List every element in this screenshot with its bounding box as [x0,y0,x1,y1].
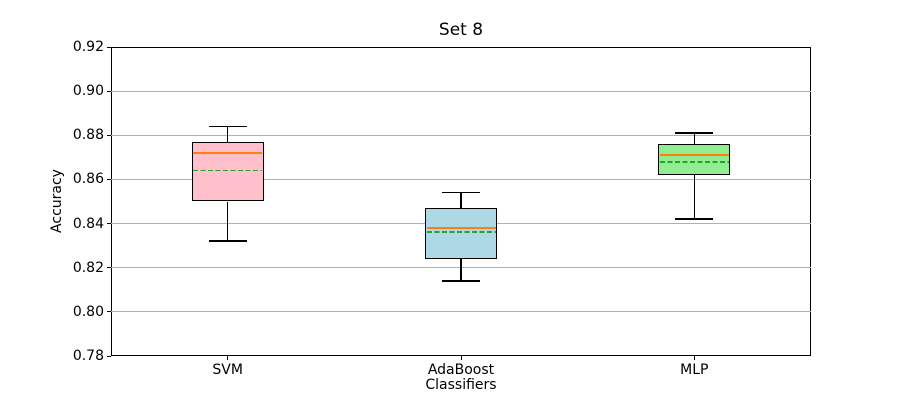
x-tick-label: SVM [212,362,243,378]
gridline [111,178,811,180]
whisker-upper-adaboost [460,192,462,209]
y-tick-label: 0.80 [72,303,104,320]
y-tick-label: 0.86 [72,171,104,188]
whisker-cap-lower-mlp [675,218,714,220]
whisker-cap-upper-svm [208,125,247,128]
gridline [111,134,811,136]
x-tick-label: MLP [680,362,709,378]
whisker-cap-lower-svm [208,240,247,242]
y-tick [106,46,111,48]
x-axis-label: Classifiers [425,377,497,393]
x-tick-label: AdaBoost [427,362,495,378]
whisker-cap-lower-adaboost [442,280,480,282]
median-line-svm [193,151,263,154]
chart-title: Set 8 [438,20,484,40]
y-tick [106,355,111,357]
mean-line-adaboost [426,231,496,234]
box-adaboost [425,208,497,259]
y-tick-label: 0.88 [72,127,104,144]
whisker-lower-adaboost [460,258,462,281]
whisker-cap-upper-mlp [675,132,714,134]
y-tick [106,178,111,180]
box-svm [191,141,264,202]
y-tick-label: 0.92 [72,39,104,55]
y-tick [106,90,111,92]
x-tick [460,356,462,360]
whisker-cap-upper-adaboost [442,191,480,194]
y-tick [106,311,111,313]
median-line-adaboost [426,226,496,229]
y-tick [106,223,111,225]
y-tick-label: 0.82 [72,259,104,276]
y-tick-label: 0.84 [72,215,104,232]
y-tick-label: 0.78 [72,348,104,364]
whisker-lower-mlp [693,175,696,220]
x-tick [227,356,229,360]
x-tick [693,356,695,360]
y-tick [106,267,111,269]
y-tick [106,134,111,136]
median-line-mlp [659,154,729,157]
mean-line-svm [193,169,263,172]
whisker-lower-svm [226,201,229,242]
y-tick-label: 0.90 [72,83,104,100]
mean-line-mlp [659,160,729,163]
whisker-upper-svm [226,126,229,142]
whisker-upper-mlp [693,133,696,145]
box-mlp [658,144,731,175]
gridline [111,90,811,92]
gridline [111,311,811,313]
